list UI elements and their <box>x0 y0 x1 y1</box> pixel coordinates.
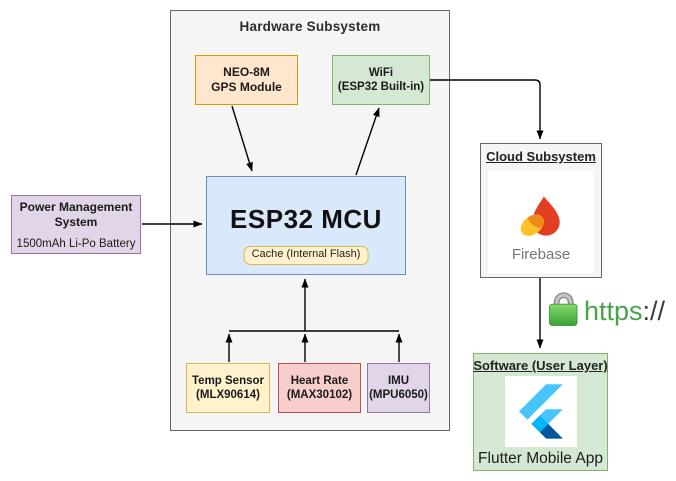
node-heart-rate-sensor: Heart Rate (MAX30102) <box>278 363 361 413</box>
node-software-user-layer: Software (User Layer) Flutter Mobile App <box>473 353 608 471</box>
firebase-label: Firebase <box>511 246 571 263</box>
power-label-line1: Power Management <box>19 200 133 214</box>
node-wifi: WiFi (ESP32 Built-in) <box>332 55 430 105</box>
https-label: https:// <box>584 298 665 325</box>
node-gps-module: NEO-8M GPS Module <box>195 55 298 105</box>
secure-https-annotation: https:// <box>548 291 665 327</box>
flutter-icon <box>518 384 563 439</box>
wifi-label-line2: (ESP32 Built-in) <box>337 81 425 93</box>
power-battery-label: 1500mAh Li-Po Battery <box>16 238 136 250</box>
imu-label-line1: IMU <box>387 374 410 387</box>
software-layer-title: Software (User Layer) <box>473 358 608 373</box>
esp32-cache-chip: Cache (Internal Flash) <box>243 246 369 265</box>
node-temp-sensor: Temp Sensor (MLX90614) <box>186 363 270 413</box>
heart-label-line2: (MAX30102) <box>286 389 353 401</box>
temp-label-line2: (MLX90614) <box>196 389 260 401</box>
imu-label-line2: (MPU6050) <box>369 389 428 401</box>
wifi-label-line1: WiFi <box>368 66 394 79</box>
node-power-management: Power Management System 1500mAh Li-Po Ba… <box>11 195 141 254</box>
https-protocol-text: https <box>584 296 643 326</box>
node-cloud-subsystem: Cloud Subsystem Firebase <box>480 143 602 278</box>
power-label-line2: System <box>54 215 98 229</box>
firebase-flame-icon <box>520 196 560 236</box>
gps-label-line2: GPS Module <box>211 80 282 94</box>
heart-label-line1: Heart Rate <box>290 374 349 387</box>
https-separator-text: :// <box>642 296 666 326</box>
hardware-subsystem-title: Hardware Subsystem <box>239 19 381 34</box>
node-esp32-mcu: ESP32 MCU Cache (Internal Flash) <box>206 176 406 275</box>
cloud-subsystem-title: Cloud Subsystem <box>486 149 596 164</box>
firebase-card: Firebase <box>488 170 594 273</box>
esp32-label: ESP32 MCU <box>230 204 382 234</box>
node-imu-sensor: IMU (MPU6050) <box>367 363 430 413</box>
flutter-app-label: Flutter Mobile App <box>478 450 603 467</box>
gps-label-line1: NEO-8M <box>223 65 270 79</box>
flutter-card <box>504 376 577 447</box>
secure-lock-icon <box>549 292 578 326</box>
temp-label-line1: Temp Sensor <box>192 374 264 387</box>
